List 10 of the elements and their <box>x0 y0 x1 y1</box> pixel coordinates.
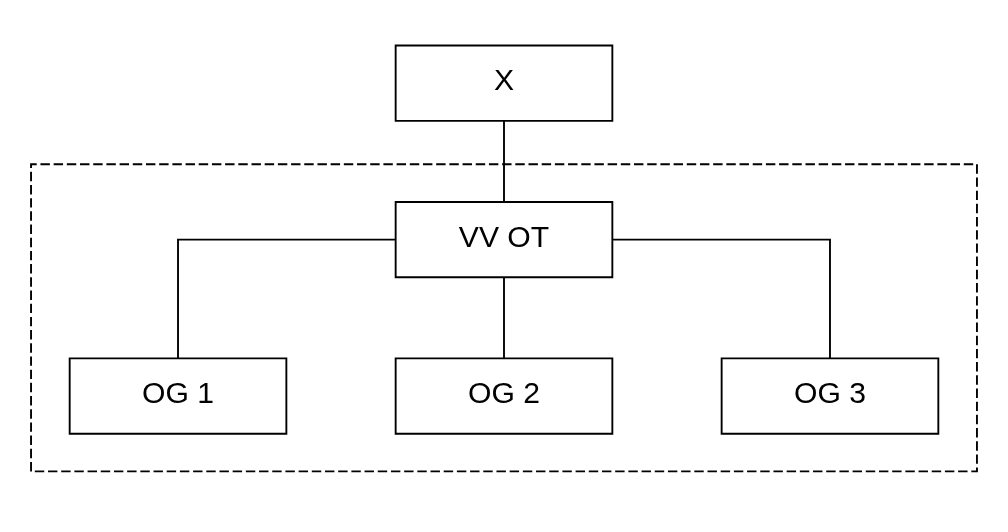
cluster <box>30 163 978 473</box>
node-box: OG 1 <box>68 357 288 435</box>
node-box: OG 3 <box>720 357 940 435</box>
connector <box>611 238 831 360</box>
node-box: X <box>394 44 614 122</box>
connector <box>177 238 397 360</box>
connector <box>503 120 505 203</box>
node-box: OG 2 <box>394 357 614 435</box>
node-box: VV OT <box>394 201 614 279</box>
connector <box>503 276 505 359</box>
